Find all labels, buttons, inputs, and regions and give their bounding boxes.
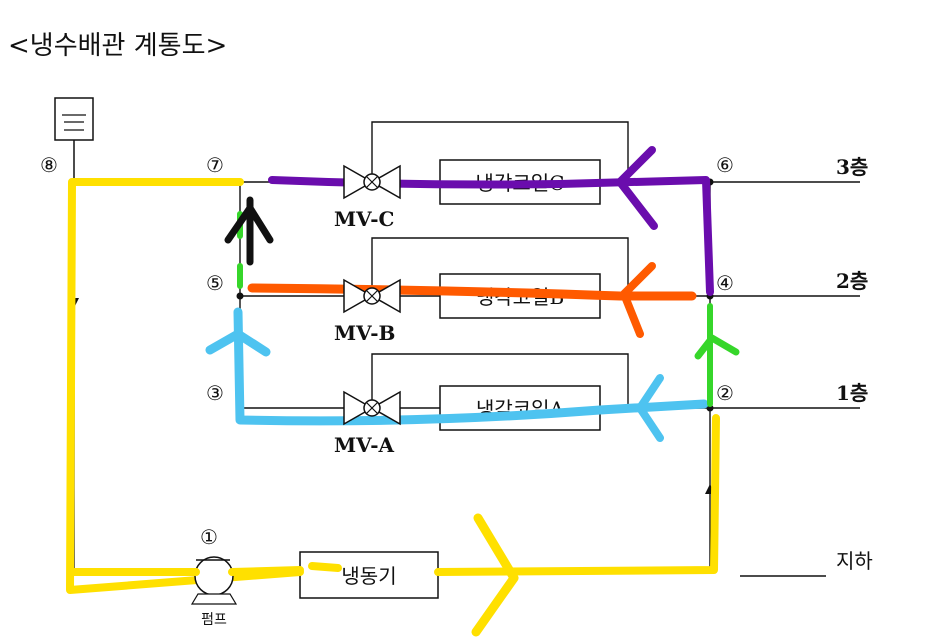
node-label-3: ③ (206, 381, 224, 405)
flow-riser-5-7-arrow (224, 196, 274, 266)
chiller-label: 냉동기 (341, 564, 396, 588)
chiller: 냉동기 (299, 551, 439, 599)
floor-label-3: 3층 (836, 155, 868, 179)
flow-floor-2 (247, 283, 697, 301)
floor-label-basement: 지하 (836, 549, 873, 573)
floor-label-1: 1층 (836, 381, 868, 405)
pump-label: 펌프 (201, 612, 227, 628)
pump-icon (190, 556, 238, 605)
flow-floor-3-arrow (616, 146, 658, 230)
node-label-8: ⑧ (40, 153, 58, 177)
valve-b (343, 278, 401, 314)
flow-main-pump-segment (70, 566, 304, 576)
flow-main-arrow (471, 513, 519, 637)
node-label-6: ⑥ (716, 153, 734, 177)
floor-label-2: 2층 (836, 269, 868, 293)
valve-a-label: MV-A (334, 433, 395, 457)
valve-b-label: MV-B (334, 321, 395, 345)
node-label-5: ⑤ (206, 271, 224, 295)
flow-main-loop (66, 178, 720, 594)
flow-floor-1 (233, 307, 709, 426)
expansion-tank (54, 97, 94, 182)
flow-floor-1-up-arrow (205, 329, 271, 357)
valve-c (343, 164, 401, 200)
flow-riser-2-4-arrow (694, 334, 740, 360)
flow-floor-1-arrow (636, 374, 664, 442)
diagram-title: <냉수배관 계통도> (8, 31, 227, 61)
node-label-4: ④ (716, 271, 734, 295)
valve-c-label: MV-C (334, 207, 394, 231)
flow-main-chiller-tick (308, 562, 342, 572)
node-label-7: ⑦ (206, 153, 224, 177)
valve-a (343, 390, 401, 426)
flow-floor-3 (268, 176, 714, 296)
flow-floor-2-arrow (620, 262, 656, 338)
flow-highlights (66, 146, 740, 637)
node-label-2: ② (716, 381, 734, 405)
node-label-1: ① (200, 525, 218, 549)
